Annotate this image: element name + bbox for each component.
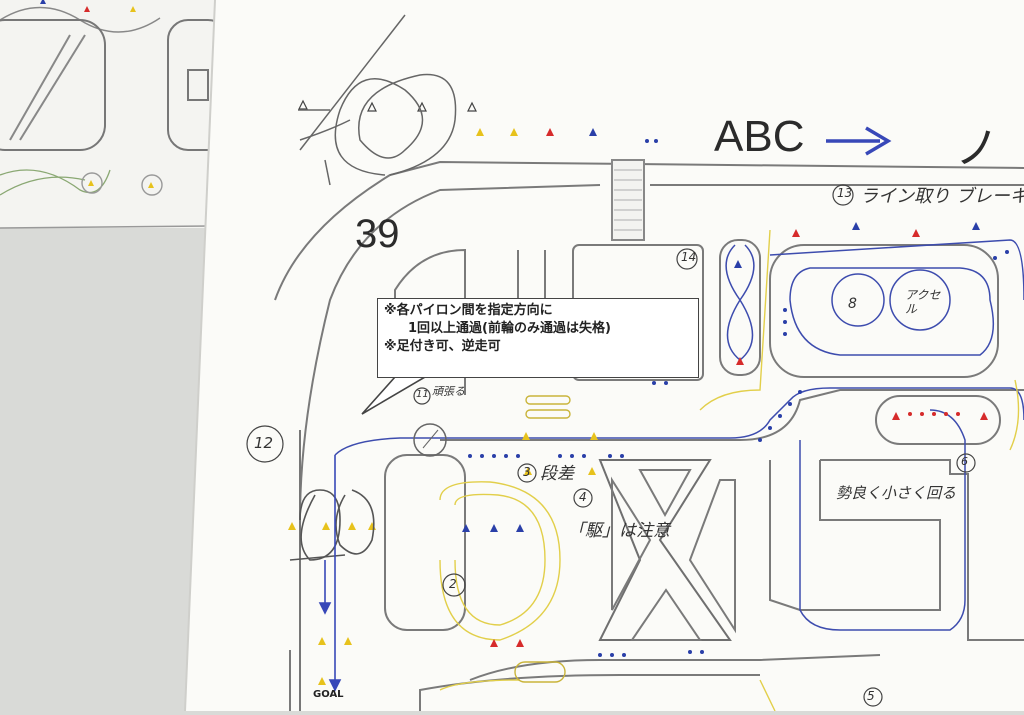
bubble-tail [361,376,426,415]
gate-markers [514,395,571,683]
station-11-note: ライン取り ブレーキ [860,186,1024,207]
rule-line-1: ※各パイロン間を指定方向に [384,303,553,318]
red-dots [908,412,960,416]
station-2-number: 2 [449,577,457,591]
header-arrow [826,126,892,156]
route-line [334,239,1024,631]
goal-arrows [318,455,342,692]
station-14-number: 12 [254,434,274,452]
background-sheet [0,0,229,229]
station-12-number: 14 [681,250,697,264]
pencil-sketch [298,14,457,457]
station-6-number: 6 [961,455,968,468]
station-3-number: 3 [523,465,531,479]
station-6-note: 勢良く小さく回る [836,484,957,502]
course-number: 39 [355,212,400,256]
station-4-number: 4 [579,490,587,504]
loop-sketch-14 [289,489,375,561]
route-dots [468,139,1009,657]
rule-line-3: ※足付き可、逆走可 [384,339,501,354]
rules-box: ※各パイロン間を指定方向に 1回以上通過(前輪のみ通過は失格) ※足付き可、逆走… [377,298,699,378]
pylons [288,99,988,685]
station-8-number: 8 [848,296,857,312]
station-3-note: 段差 [540,464,574,484]
rule-line-2: 1回以上通過(前輪のみ通過は失格) [408,321,611,336]
station-5-number: 5 [867,689,875,703]
station-4-note: 「駆」は注意 [568,521,670,541]
header-title: ABC [714,112,805,161]
yellow-route [439,229,1020,712]
station-circles [246,184,976,707]
station-8-note: アクセル [905,288,941,316]
goal-label: GOAL [313,689,344,700]
station-13-number: 11 [416,389,429,400]
header-title-tail: ノ [955,124,999,173]
station-11-number: 13 [837,186,853,200]
station-13-note: 頑張る [432,385,465,398]
